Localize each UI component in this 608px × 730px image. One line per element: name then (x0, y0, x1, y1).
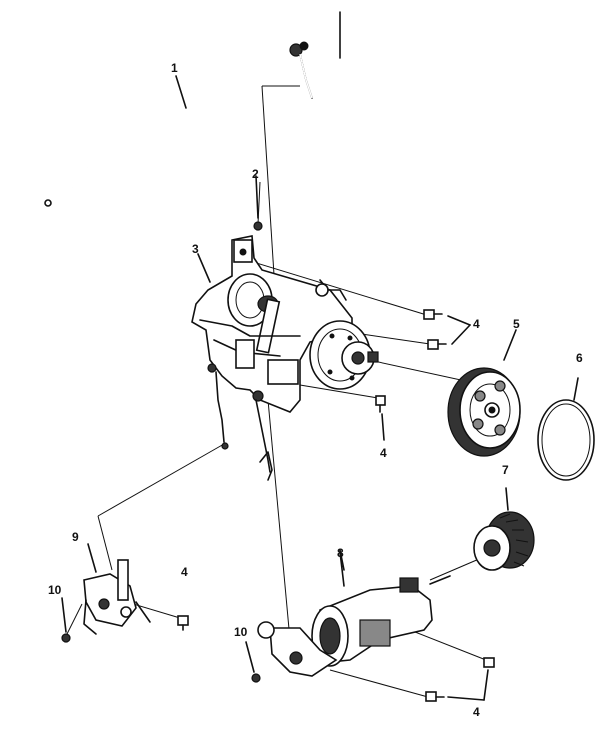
part-4-screw-middle (427, 339, 447, 350)
part-4-screw-right (375, 395, 386, 413)
callout-4-middle: 4 (380, 446, 387, 460)
part-4-screw-bottom-b (425, 691, 445, 702)
part-10-fastener-left (61, 597, 71, 643)
callout-10-left: 10 (48, 583, 62, 597)
part-4-screw-bottom-a (483, 657, 495, 668)
part-1-rod (44, 41, 313, 207)
part-6-ring (537, 377, 595, 481)
callout-7: 7 (502, 463, 509, 477)
callout-5: 5 (513, 317, 520, 331)
part-4-screw-left-lower (177, 615, 189, 631)
part-10-fastener-bottom (245, 641, 261, 683)
callout-4-left: 4 (181, 565, 188, 579)
callout-10-bottom: 10 (234, 625, 248, 639)
callout-1: 1 (171, 61, 178, 75)
callout-3: 3 (192, 242, 199, 256)
callout-4-bottom: 4 (473, 705, 480, 719)
part-7-knob (473, 487, 535, 571)
callout-6: 6 (576, 351, 583, 365)
callout-leaders (175, 75, 517, 587)
part-8-motor-assembly (257, 549, 451, 677)
callout-8: 8 (337, 546, 344, 560)
part-2-nut (253, 221, 263, 231)
callout-9: 9 (72, 530, 79, 544)
part-9-lever-bracket (83, 543, 151, 635)
part-3-bracket-assembly (191, 235, 379, 481)
leader-lines (65, 85, 487, 698)
part-5-pulley (447, 367, 521, 457)
part-4-screw-top (423, 309, 443, 320)
callout-4-upper: 4 (473, 317, 480, 331)
callout-2: 2 (252, 167, 259, 181)
callout-4-arrows (381, 315, 489, 701)
